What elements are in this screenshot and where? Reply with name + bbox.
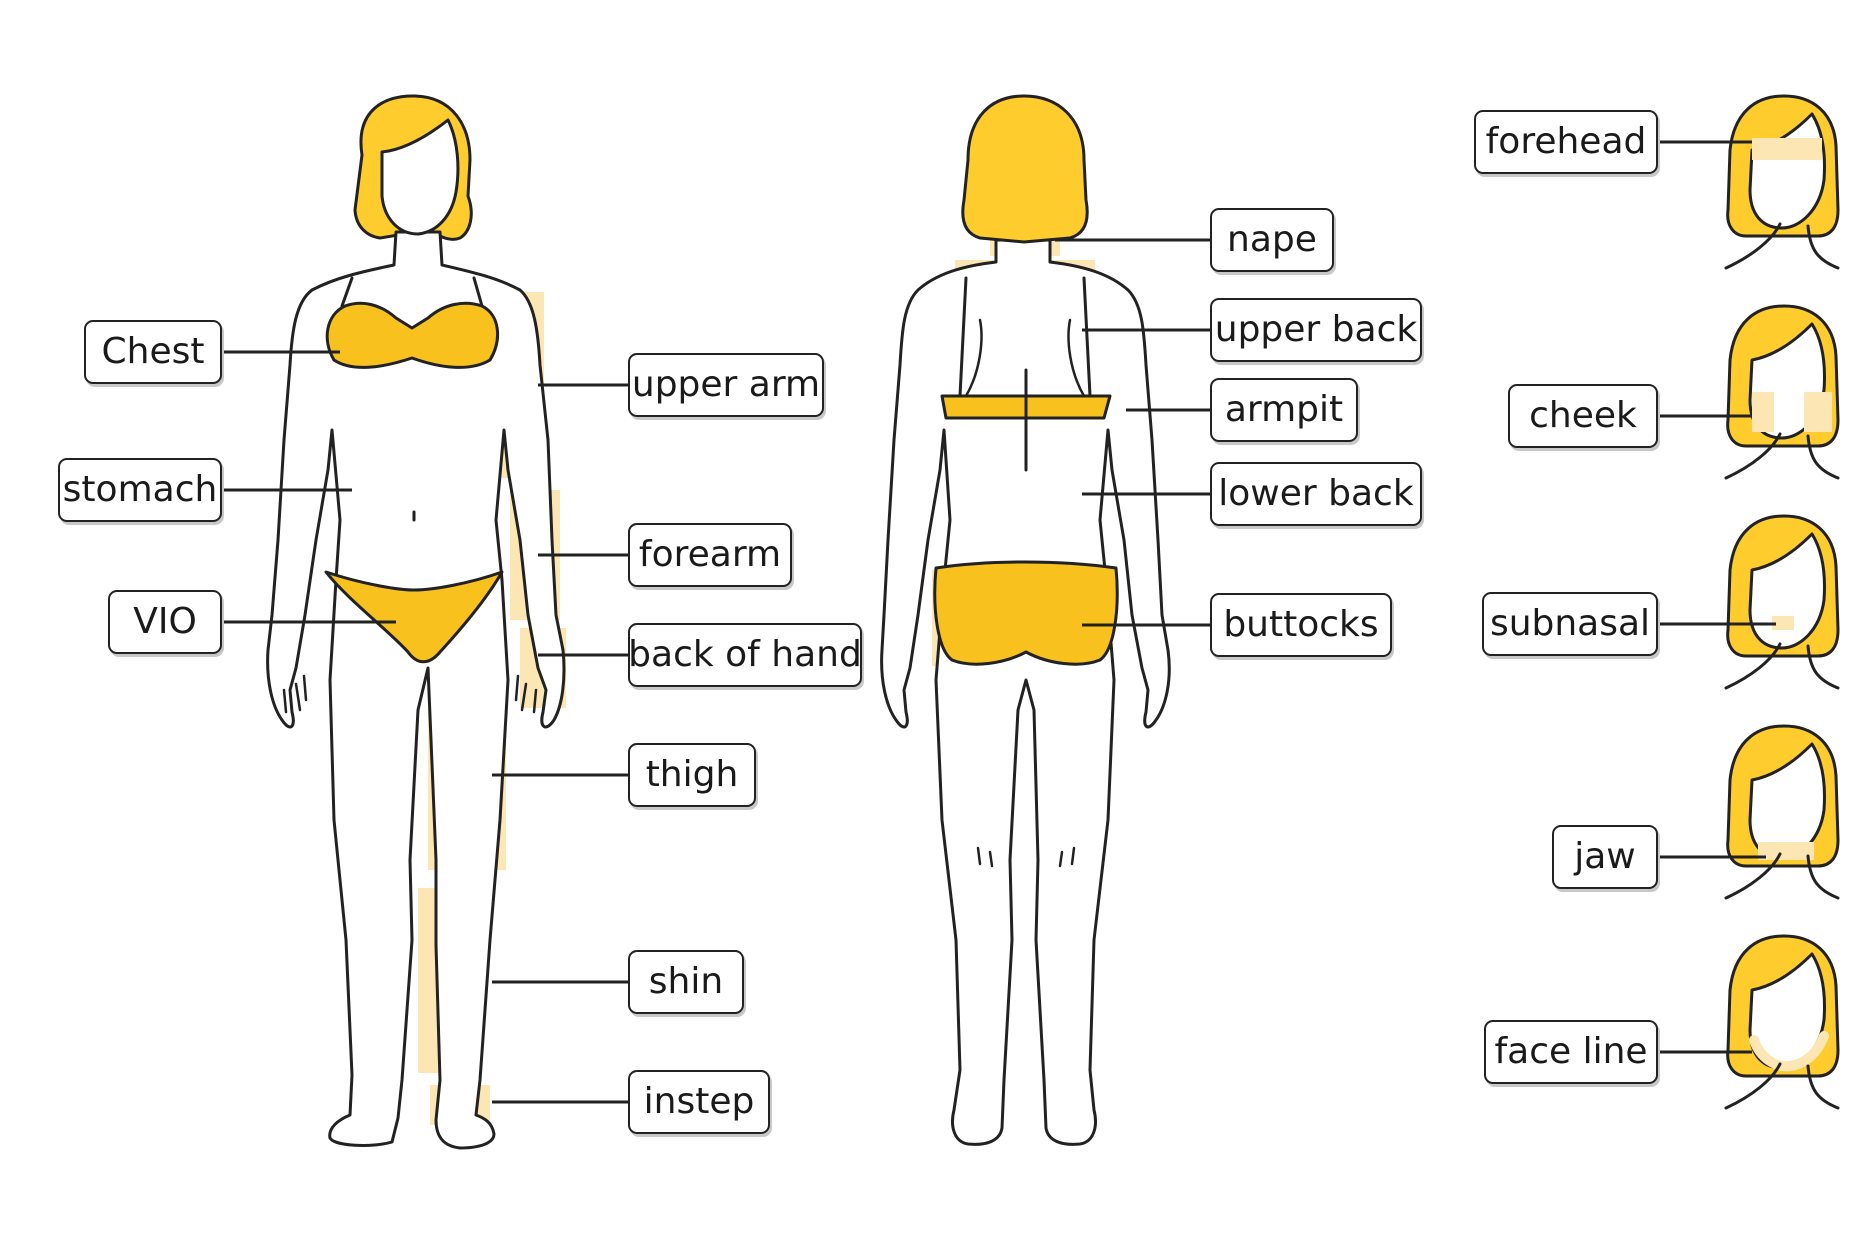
label-lower-back: lower back — [1210, 462, 1422, 526]
front-strap-right — [472, 276, 484, 308]
face-profile-forehead — [1724, 94, 1840, 270]
subnasal-zone — [1772, 616, 1794, 630]
face-profile-jaw — [1724, 724, 1840, 900]
face-line-zone — [1749, 1031, 1829, 1072]
label-jaw: jaw — [1552, 825, 1658, 889]
head-neck — [1724, 222, 1840, 270]
label-vio: VIO — [108, 590, 222, 654]
label-forehead: forehead — [1474, 110, 1658, 174]
forehead-zone — [1752, 138, 1822, 160]
back-strap-left — [958, 276, 968, 398]
label-armpit: armpit — [1210, 378, 1358, 442]
front-right-fingers — [514, 674, 538, 714]
label-stomach: stomach — [58, 458, 222, 522]
front-face — [380, 118, 460, 236]
label-forearm: forearm — [628, 523, 792, 587]
back-hair — [961, 94, 1089, 244]
label-nape: nape — [1210, 208, 1334, 272]
front-bikini-bottom — [324, 570, 504, 664]
face-profile-subnasal — [1724, 514, 1840, 690]
face-profile-face-line — [1724, 934, 1840, 1110]
back-knee-marks — [976, 846, 1076, 868]
front-left-fingers — [282, 674, 308, 714]
label-back-of-hand: back of hand — [628, 623, 862, 687]
label-upper-back: upper back — [1210, 298, 1422, 362]
label-cheek: cheek — [1508, 384, 1658, 448]
label-thigh: thigh — [628, 743, 756, 807]
leader-lines — [222, 140, 1776, 1104]
face-profiles — [1724, 94, 1840, 1110]
label-shin: shin — [628, 950, 744, 1014]
front-body-outline — [266, 230, 566, 1150]
cheek-zone-left — [1752, 392, 1774, 432]
label-face-line: face line — [1484, 1020, 1658, 1084]
back-strap-right — [1082, 276, 1092, 398]
head-neck — [1724, 642, 1840, 690]
label-subnasal: subnasal — [1482, 592, 1658, 656]
head-neck — [1724, 1062, 1840, 1110]
back-body-outline — [880, 238, 1171, 1146]
label-instep: instep — [628, 1070, 770, 1134]
back-bikini-bottom — [933, 560, 1119, 666]
head-neck — [1724, 852, 1840, 900]
face-profile-cheek — [1724, 304, 1840, 480]
front-strap-left — [340, 276, 354, 308]
label-upper-arm: upper arm — [628, 353, 824, 417]
label-chest: Chest — [84, 320, 222, 384]
label-buttocks: buttocks — [1210, 593, 1392, 657]
head-face — [1748, 532, 1826, 650]
head-neck — [1724, 432, 1840, 480]
back-body-figure — [880, 94, 1171, 1146]
jaw-zone — [1758, 842, 1814, 860]
front-body-figure — [266, 94, 566, 1150]
back-shoulder-blades — [964, 318, 1086, 398]
cheek-zone-right — [1804, 392, 1832, 432]
